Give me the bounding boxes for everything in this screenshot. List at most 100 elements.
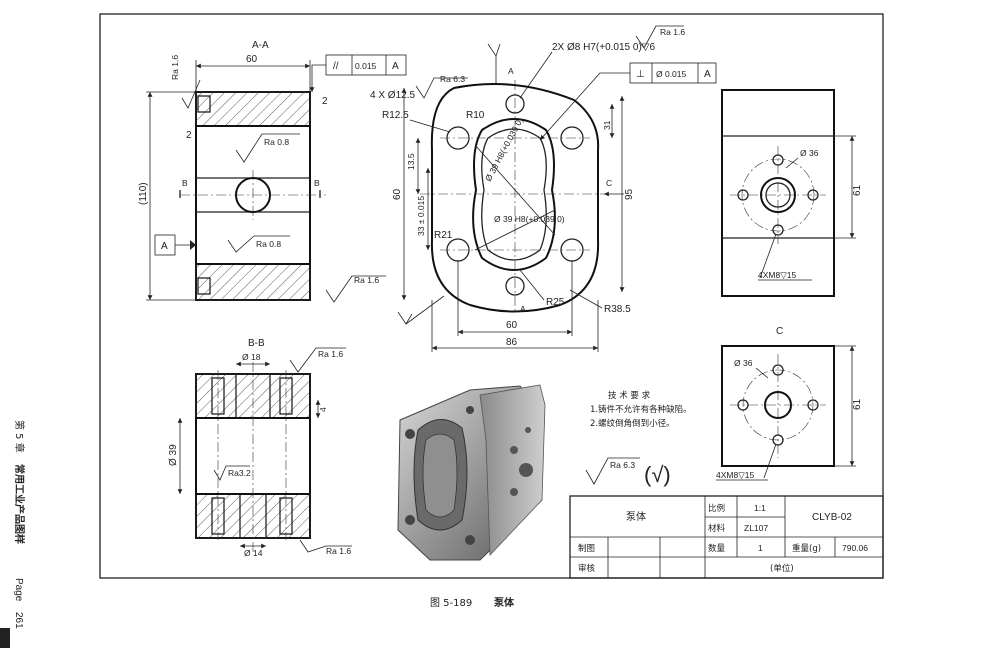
side-outline <box>721 89 835 297</box>
perp-datum: A <box>704 69 711 80</box>
tech-req-line1: 1.铸件不允许有各种缺陷。 <box>590 404 692 415</box>
drawing-border <box>99 13 884 579</box>
front-bore-2: Ø 39 H8(+0.039 0) <box>494 214 565 224</box>
tb-scale-value: 1:1 <box>754 503 766 513</box>
aa-top-hatch <box>195 91 311 127</box>
view-c-dia-36: Ø 36 <box>734 358 753 368</box>
front-dim-31: 31 <box>602 120 612 130</box>
front-hole-bottom <box>505 276 525 296</box>
front-r-10: R10 <box>466 110 485 121</box>
page-edge-marker <box>0 628 10 648</box>
perp-tolerance: Ø 0.015 <box>656 69 687 79</box>
tb-checked-label: 审核 <box>578 563 596 574</box>
parallel-tolerance: 0.015 <box>355 61 377 71</box>
front-arrow-a-top: A <box>508 66 514 76</box>
general-ra-value: Ra 6.3 <box>610 460 635 470</box>
general-ra-symbol: (√) <box>644 462 671 487</box>
aa-dim-2a: 2 <box>322 96 328 107</box>
tb-qty-label: 数量 <box>708 543 726 554</box>
aa-bottom-hatch <box>195 263 311 301</box>
parallel-symbol: // <box>333 61 339 72</box>
isometric-render <box>397 384 546 561</box>
bb-dia-14: Ø 14 <box>244 548 263 558</box>
aa-ra-mid: Ra 0.8 <box>264 137 289 147</box>
tech-requirements: 技 术 要 求 1.铸件不允许有各种缺陷。 2.螺纹倒角倒到小径。 <box>590 390 692 429</box>
bb-dia-39: Ø 39 <box>168 444 179 466</box>
side-view-top: Ø 36 4XM8▽15 61 <box>721 89 863 297</box>
tech-req-line2: 2.螺纹倒角倒到小径。 <box>590 418 675 429</box>
front-cavity-inner <box>481 128 547 261</box>
side-thread-note: 4XM8▽15 <box>758 270 796 280</box>
aa-ra-bottom: Ra 1.6 <box>354 275 379 285</box>
section-aa-view: A-A 60 (110) 2 2 Ra 1.6 Ra 0.8 Ra 0.8 <box>138 40 407 303</box>
side-chapter: 第 5 章 <box>13 420 26 453</box>
front-dim-95: 95 <box>624 188 635 200</box>
aa-ra-top: Ra 1.6 <box>170 55 180 80</box>
view-c-dim-61: 61 <box>852 398 863 410</box>
front-cavity-outer <box>472 118 556 271</box>
aa-ra-mid2: Ra 0.8 <box>256 239 281 249</box>
side-page-label: Page <box>13 578 24 602</box>
view-c-title: C <box>776 326 783 337</box>
view-c: C Ø 36 4XM8▽15 61 <box>716 326 863 481</box>
parallel-datum: A <box>392 61 399 72</box>
aa-section-b-right: B <box>314 178 320 188</box>
side-page-number: 261 <box>13 612 24 629</box>
front-holes-note: 4 X Ø12.5 <box>370 90 415 101</box>
section-bb-view: B-B Ø 18 Ø 39 Ø 14 Ra3.2 Ra 1.6 Ra 1.6 4 <box>168 338 352 558</box>
aa-width-dim: 60 <box>246 54 258 65</box>
front-dim-60v: 60 <box>392 188 403 200</box>
general-roughness: Ra 6.3 (√) <box>585 457 671 487</box>
tb-scale-label: 比例 <box>708 503 725 514</box>
side-dia-36: Ø 36 <box>800 148 819 158</box>
tb-unit-label: (单位) <box>770 563 794 574</box>
section-aa-title: A-A <box>252 40 269 51</box>
view-c-outline <box>721 345 835 467</box>
front-dim-86: 86 <box>506 337 518 348</box>
front-view: 4 X Ø12.5 Ra 6.3 R12.5 R10 2X Ø8 H7(+0.0… <box>370 25 717 352</box>
bb-dim-4: 4 <box>318 407 328 412</box>
bb-ra-bottom: Ra 1.6 <box>326 546 351 556</box>
front-r-125: R12.5 <box>382 110 409 121</box>
side-chapter-title: 常用工业产品图样 <box>13 464 26 544</box>
front-arrow-c: C <box>606 178 612 188</box>
tb-drawing-number: CLYB-02 <box>812 512 852 523</box>
tb-drawn-label: 制图 <box>578 543 595 554</box>
section-bb-title: B-B <box>248 338 265 349</box>
aa-dim-2b: 2 <box>186 130 192 141</box>
caption-figure-number: 图 5-189 <box>430 597 472 609</box>
aa-height-dim: (110) <box>138 182 149 205</box>
figure-caption: 图 5-189 泵体 <box>430 596 515 609</box>
view-c-thread-note: 4XM8▽15 <box>716 470 754 480</box>
front-arrow-a-bottom: A <box>520 304 526 314</box>
front-dim-33: 33 ± 0.015 <box>416 196 426 236</box>
front-outer-flange <box>430 83 600 313</box>
side-dim-61: 61 <box>852 184 863 196</box>
tb-qty-value: 1 <box>758 543 763 553</box>
front-pin-holes: 2X Ø8 H7(+0.015 0)▽6 <box>552 42 655 53</box>
front-dim-135: 13.5 <box>406 153 416 170</box>
front-dim-60h: 60 <box>506 320 518 331</box>
tb-weight-label: 重量(g) <box>792 543 821 554</box>
tb-material-label: 材料 <box>708 523 726 534</box>
front-ra-63: Ra 6.3 <box>440 74 465 84</box>
bb-ra-32: Ra3.2 <box>228 468 251 478</box>
perp-symbol: ⊥ <box>636 69 645 80</box>
title-block: 泵体 比例 1:1 材料 ZL107 CLYB-02 制图 数量 1 重量(g)… <box>569 495 884 579</box>
tb-part-name: 泵体 <box>626 511 646 523</box>
bb-dia-18: Ø 18 <box>242 352 261 362</box>
front-r-25: R25 <box>546 297 565 308</box>
bb-ra-top: Ra 1.6 <box>318 349 343 359</box>
aa-section-b-left: B <box>182 178 188 188</box>
datum-a-label: A <box>161 241 168 252</box>
front-r-385: R38.5 <box>604 304 631 315</box>
front-ra-16: Ra 1.6 <box>660 27 685 37</box>
tech-req-title: 技 术 要 求 <box>608 390 651 401</box>
side-header: 第 5 章 常用工业产品图样 Page 261 <box>13 420 26 629</box>
front-r-21: R21 <box>434 230 453 241</box>
caption-figure-title: 泵体 <box>494 596 515 609</box>
tb-weight-value: 790.06 <box>842 543 868 553</box>
tb-material-value: ZL107 <box>744 523 768 533</box>
